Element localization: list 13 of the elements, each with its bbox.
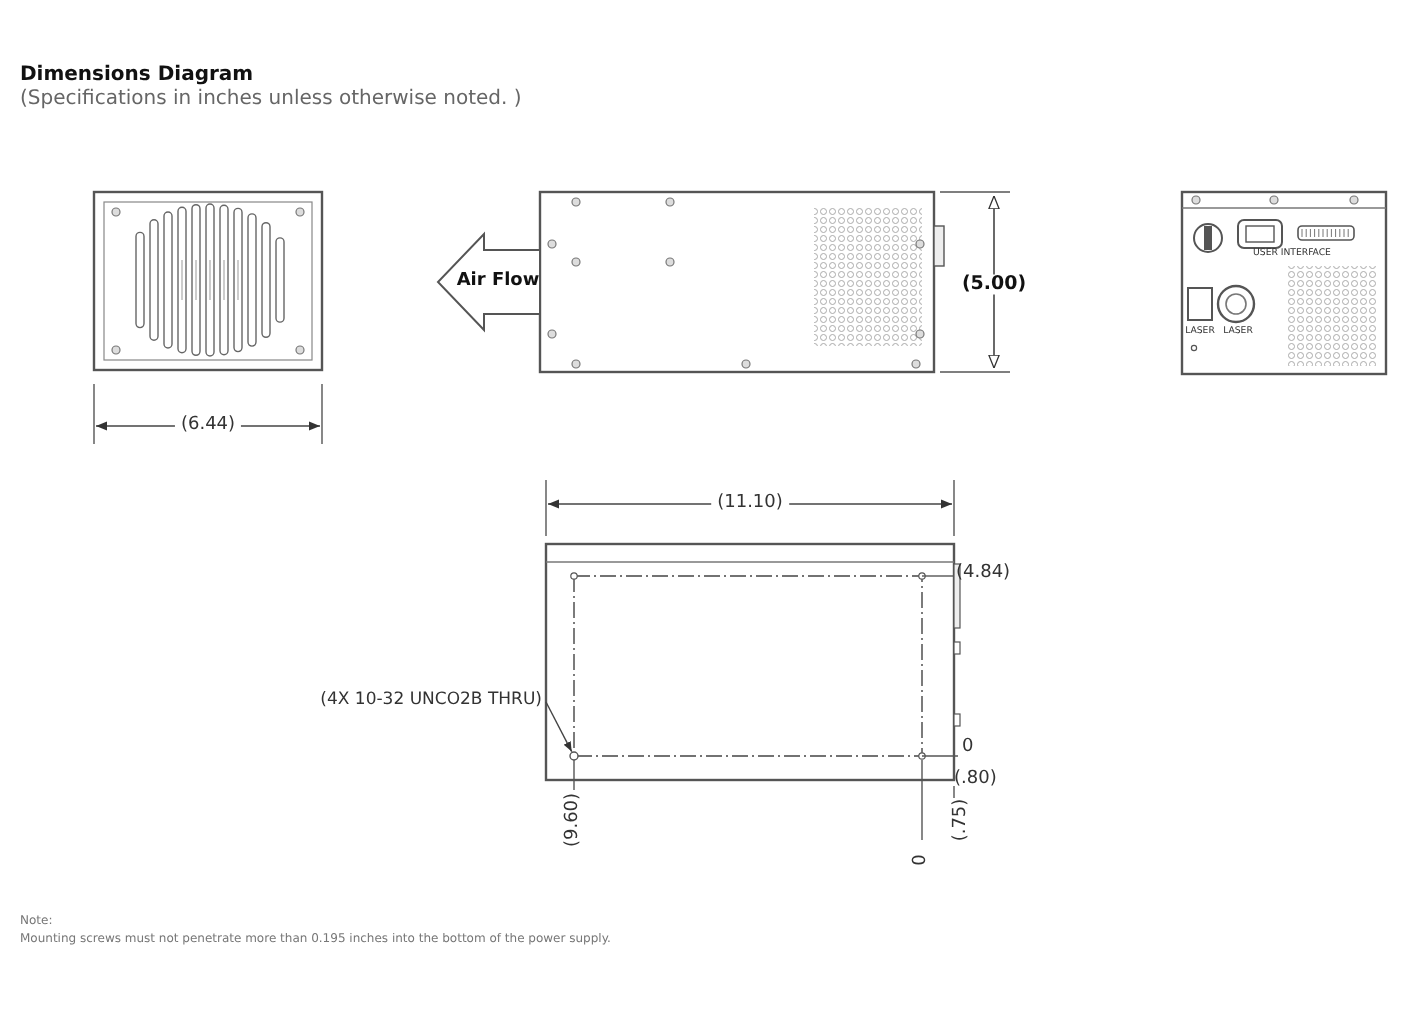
dimension-label: (9.60) bbox=[565, 792, 583, 848]
dimension-label: 0 bbox=[913, 854, 931, 866]
direction-label: Air Flow bbox=[456, 273, 540, 291]
callout-text: (4X 10-32 UNCO2B THRU) bbox=[320, 691, 542, 709]
dimension-label: (4.84) bbox=[956, 565, 1011, 583]
mounting-hole bbox=[569, 751, 579, 761]
dimension-label: (.75) bbox=[953, 798, 971, 842]
dimension-label: (6.44) bbox=[174, 417, 242, 435]
dimension-label: (.80) bbox=[954, 771, 997, 789]
dimension-label: (11.10) bbox=[711, 495, 789, 513]
title: Dimensions Diagram bbox=[20, 66, 254, 86]
dimension-label: 0 bbox=[962, 739, 974, 757]
subtitle: (Specifications in inches unless otherwise noted. ) bbox=[20, 90, 522, 110]
